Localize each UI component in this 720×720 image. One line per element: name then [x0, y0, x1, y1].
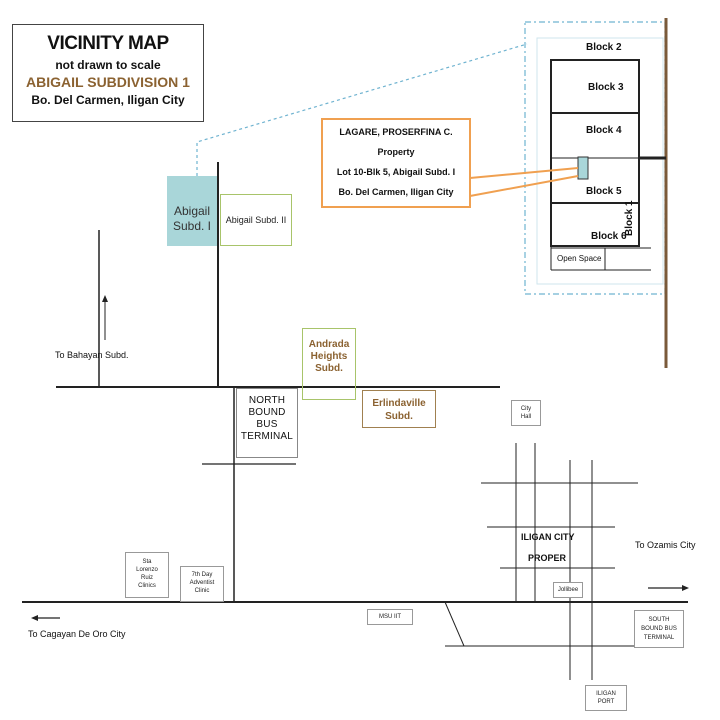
- block-1-label: Block 1: [624, 200, 635, 236]
- abigail1-label-b: Subd. I: [172, 219, 212, 233]
- north-b: BOUND: [248, 407, 286, 418]
- adventist-clinic: 7th Day Adventist Clinic: [180, 566, 224, 602]
- clinic-c: Ruiz: [140, 575, 153, 581]
- adv-c: Clinic: [194, 588, 210, 594]
- southbus-b: BOUND BUS: [641, 626, 677, 632]
- north-d: TERMINAL: [240, 431, 294, 442]
- owner-address: Bo. Del Carmen, Iligan City: [338, 187, 454, 197]
- andrada-c: Subd.: [315, 363, 343, 374]
- north-a: NORTH: [248, 395, 286, 406]
- scale-note: not drawn to scale: [55, 58, 161, 72]
- north-c: BUS: [256, 419, 278, 430]
- owner-property-box: LAGARE, PROSERFINA C. Property Lot 10-Bl…: [321, 118, 471, 208]
- andrada-a: Andrada: [308, 339, 350, 350]
- cagayan-arrow-head: [31, 615, 38, 621]
- adv-b: Adventist: [189, 580, 215, 586]
- ozamis-label: To Ozamis City: [635, 540, 696, 550]
- sta-lorenzo-clinics: Sta Lorenzo Ruiz Clinics: [125, 552, 169, 598]
- owner-pointer: [469, 167, 579, 179]
- erlinda-b: Subd.: [385, 411, 413, 422]
- block-4-label: Block 4: [586, 125, 622, 136]
- iligan-port: ILIGAN PORT: [585, 685, 627, 711]
- iligan-proper-b: PROPER: [528, 553, 567, 563]
- owner-name: LAGARE, PROSERFINA C.: [339, 127, 453, 137]
- port-a: ILIGAN: [596, 691, 616, 697]
- southbus-c: TERMINAL: [643, 635, 675, 641]
- south-bound-bus-terminal: SOUTH BOUND BUS TERMINAL: [634, 610, 684, 648]
- abigail-subd-1: Abigail Subd. I: [167, 176, 217, 246]
- erlinda-a: Erlindaville: [372, 398, 426, 409]
- location-text: Bo. Del Carmen, Iligan City: [31, 93, 185, 107]
- subdivision-name: ABIGAIL SUBDIVISION 1: [26, 74, 190, 90]
- block-2-label: Block 2: [586, 42, 622, 53]
- inset-inner-frame: [536, 37, 664, 285]
- owner-lot: Lot 10-Blk 5, Abigail Subd. I: [336, 167, 456, 177]
- clinic-b: Lorenzo: [136, 567, 158, 573]
- open-space-label: Open Space: [557, 254, 602, 263]
- abigail-subd-2: Abigail Subd. II: [220, 194, 292, 246]
- bahayan-arrow-head: [102, 295, 108, 302]
- cityhall-a: City: [520, 406, 532, 412]
- blocks-outline: [550, 59, 640, 247]
- iligan-proper-a: ILIGAN CITY: [521, 532, 575, 542]
- block-6-label: Block 6: [591, 231, 627, 242]
- clinic-a: Sta: [142, 559, 152, 565]
- owner-line2: Property: [377, 147, 415, 157]
- port-b: PORT: [597, 699, 615, 705]
- map-heading: VICINITY MAP: [47, 33, 169, 54]
- andrada-b: Heights: [310, 351, 348, 362]
- ozamis-arrow-head: [682, 585, 689, 591]
- title-box: VICINITY MAP not drawn to scale ABIGAIL …: [12, 24, 204, 122]
- owner-pointer-2: [469, 175, 579, 197]
- clinic-d: Clinics: [138, 583, 156, 589]
- cagayan-label: To Cagayan De Oro City: [28, 629, 126, 639]
- lot-marker: [577, 156, 589, 180]
- block-3-label: Block 3: [588, 82, 624, 93]
- bahayan-label: To Bahayan Subd.: [55, 350, 129, 360]
- jollibee: Jollibee: [553, 582, 583, 598]
- block-5-label: Block 5: [586, 186, 622, 197]
- andrada-heights: Andrada Heights Subd.: [302, 328, 356, 400]
- msu-iit: MSU IIT: [367, 609, 413, 625]
- port-road: [444, 601, 465, 647]
- city-hall: City Hall: [511, 400, 541, 426]
- erlindaville-subd: Erlindaville Subd.: [362, 390, 436, 428]
- southbus-a: SOUTH: [648, 617, 670, 623]
- north-bound-bus-terminal: NORTH BOUND BUS TERMINAL: [236, 388, 298, 458]
- adv-a: 7th Day: [191, 572, 213, 578]
- cityhall-b: Hall: [520, 414, 532, 420]
- abigail1-label-a: Abigail: [173, 204, 211, 218]
